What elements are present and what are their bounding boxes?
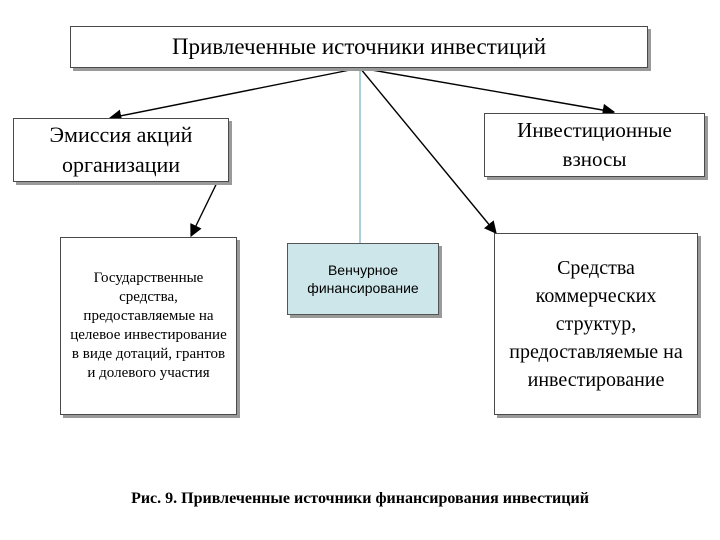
venture-node-box: Венчурное финансирование (287, 243, 439, 315)
figure-caption: Рис. 9. Привлеченные источники финансиро… (131, 490, 589, 507)
top-node-box: Привлеченные источники инвестиций (70, 26, 648, 68)
government-node-box: Государственные средства, предоставляемы… (60, 237, 237, 415)
commercial-node-box: Средства коммерческих структур, предоста… (494, 233, 698, 415)
arrow-to-right (359, 67, 616, 117)
venture-node-label: Венчурное финансирование (307, 262, 419, 296)
top-node-label: Привлеченные источники инвестиций (171, 34, 547, 59)
arrow-to-commercial (359, 67, 497, 234)
commercial-node-label: Средства коммерческих структур, предоста… (509, 257, 683, 391)
government-node-label: Государственные средства, предоставляемы… (70, 270, 227, 381)
right-node-box: Инвестиционные взносы (484, 113, 705, 177)
left-node-box: Эмиссия акций организации (13, 118, 229, 182)
left-node-label: Эмиссия акций организации (49, 122, 193, 177)
right-node-label: Инвестиционные взносы (517, 118, 672, 171)
arrow-to-left (108, 67, 361, 122)
